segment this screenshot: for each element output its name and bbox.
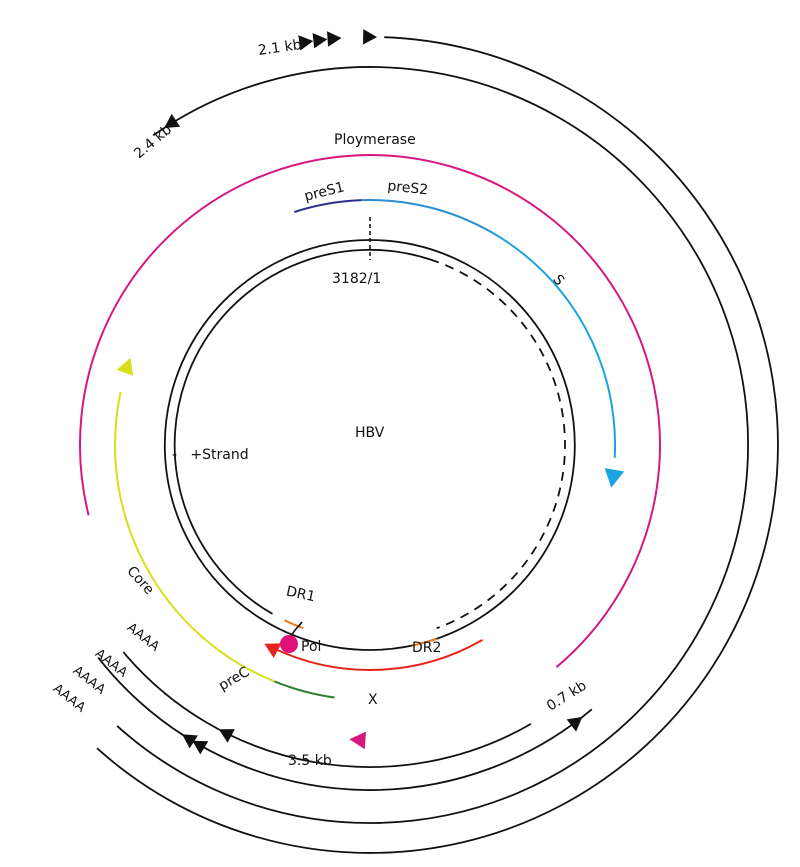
s-orf-arc: [491, 231, 617, 458]
transcript-2.4kb-label: 2.4 kb: [131, 122, 175, 162]
transcript-3.5kb-arc-a: [122, 651, 532, 768]
transcript-2.1kb-arrowhead-2: [312, 33, 328, 49]
dr2-label: DR2: [412, 640, 441, 656]
transcript-0.7kb-arc: [138, 700, 593, 791]
transcript-3.5kb-arrowhead-1: [218, 729, 235, 743]
transcript-arrowheads: [164, 29, 583, 755]
transcript-2.1kb-arrowhead-3: [327, 31, 342, 47]
dr2-mark: [412, 637, 438, 647]
transcript-0.7kb-label: 0.7 kb: [544, 678, 590, 715]
transcript-3.5kb-arc-b: [97, 656, 140, 703]
transcript-2.4kb-arc: [116, 66, 749, 824]
polya-label-1: AAAA: [124, 620, 162, 654]
transcript-2.1kb-label: 2.1 kb: [257, 37, 303, 59]
plus-strand-solid: [173, 248, 431, 615]
x-orf-arc: [274, 639, 483, 672]
center-label: HBV: [355, 425, 385, 441]
s-label: S: [549, 272, 567, 289]
pol-protein-dot: [280, 635, 298, 653]
polya-label-2: AAAA: [92, 646, 130, 680]
origin-label: 3182/1: [332, 271, 381, 287]
prec-orf-arc: [274, 680, 335, 699]
transcript-3.5kb-arrowhead-3: [192, 740, 209, 755]
dr1-mark: [284, 619, 304, 630]
x-arrowhead: [264, 643, 282, 658]
pres1-orf-arc: [293, 199, 362, 213]
transcript-2.1kb-arc: [96, 36, 779, 854]
transcript-2.1kb-arrowhead-1: [298, 35, 314, 51]
polymerase-label: Ploymerase: [334, 132, 416, 148]
x-label: X: [368, 692, 378, 708]
core-orf-arc: [114, 391, 275, 683]
minus-strand-ring: [163, 239, 576, 651]
core-label: Core: [123, 563, 157, 598]
pres2-orf-arc: [361, 198, 493, 234]
strand-label: - +Strand: [172, 447, 249, 463]
transcript-3.5kb-arrowhead-2: [182, 734, 198, 749]
core-arrowhead: [116, 357, 134, 376]
transcript-3.5kb-label: 3.5 kb: [288, 753, 332, 769]
polya-label-4: AAAA: [50, 681, 88, 715]
polymerase-orf-arc: [78, 154, 661, 668]
polymerase-arrowhead: [349, 731, 366, 750]
polya-label-3: AAAA: [70, 663, 108, 697]
dr1-label: DR1: [285, 583, 317, 605]
transcript-0.7kb-arrowhead: [566, 716, 583, 732]
s-arrowhead: [604, 468, 625, 488]
pres2-label: preS2: [387, 178, 429, 198]
pol-label: Pol: [301, 639, 321, 655]
plus-strand-gap-dashed: [430, 258, 566, 630]
transcript-2.4kb-arrowhead: [164, 113, 181, 128]
transcript-2.1kb-arrowhead-4: [363, 29, 378, 45]
